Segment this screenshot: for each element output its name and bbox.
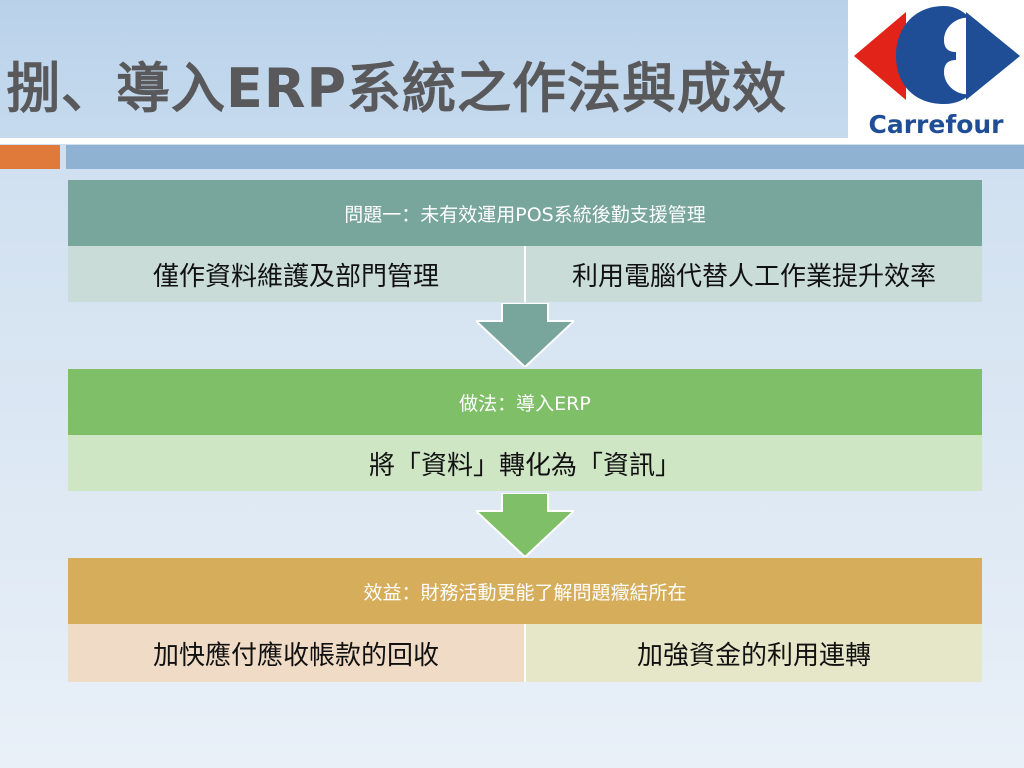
problem-box: 問題一：未有效運用POS系統後勤支援管理 僅作資料維護及部門管理 利用電腦代替人…: [68, 180, 982, 302]
method-items: 將「資料」轉化為「資訊」: [68, 435, 982, 491]
benefit-item: 加快應付應收帳款的回收: [68, 624, 524, 682]
benefit-items: 加快應付應收帳款的回收 加強資金的利用連轉: [68, 624, 982, 682]
benefit-box: 效益：財務活動更能了解問題癥結所在 加快應付應收帳款的回收 加強資金的利用連轉: [68, 558, 982, 682]
accent-bar-blue: [66, 145, 1024, 169]
problem-item: 僅作資料維護及部門管理: [68, 246, 524, 302]
method-box: 做法：導入ERP 將「資料」轉化為「資訊」: [68, 369, 982, 491]
carrefour-logo: Carrefour: [848, 0, 1024, 140]
down-arrow-icon: [476, 303, 574, 367]
logo-wordmark: Carrefour: [868, 110, 1004, 139]
problem-item: 利用電腦代替人工作業提升效率: [524, 246, 982, 302]
carrefour-c-icon: [854, 6, 1020, 104]
benefit-item: 加強資金的利用連轉: [524, 624, 982, 682]
accent-bar-orange: [0, 145, 60, 169]
title-divider: [0, 138, 1024, 144]
method-header: 做法：導入ERP: [68, 369, 982, 435]
problem-items: 僅作資料維護及部門管理 利用電腦代替人工作業提升效率: [68, 246, 982, 302]
method-item: 將「資料」轉化為「資訊」: [68, 435, 982, 491]
slide-title: 捌、導入ERP系統之作法與成效: [6, 57, 788, 120]
problem-header: 問題一：未有效運用POS系統後勤支援管理: [68, 180, 982, 246]
benefit-header: 效益：財務活動更能了解問題癥結所在: [68, 558, 982, 624]
down-arrow-icon: [476, 493, 574, 557]
